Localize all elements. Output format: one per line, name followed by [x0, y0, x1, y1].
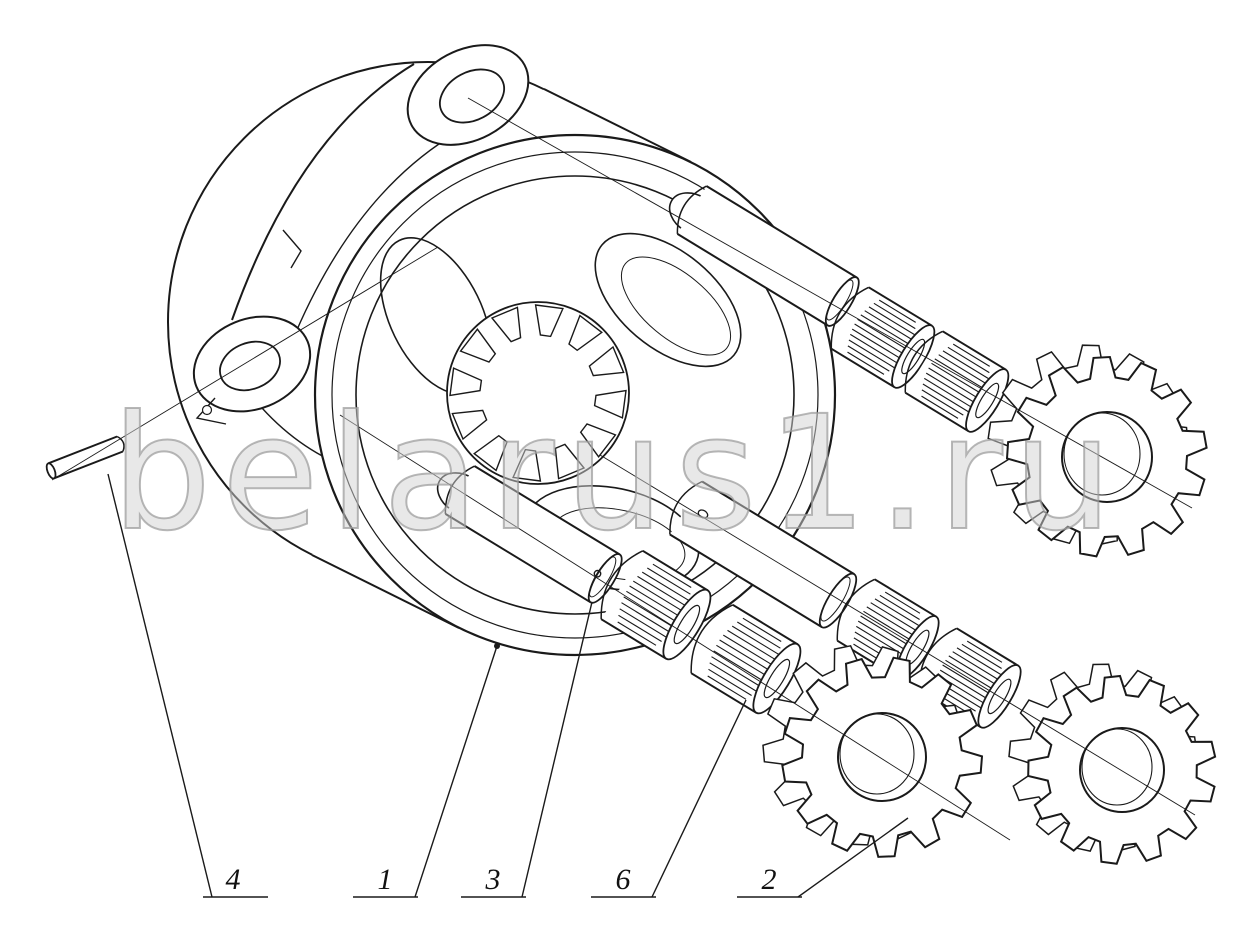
leader-line [521, 601, 593, 898]
needle-bearing-top-inner [830, 286, 936, 389]
bracket-inner-web [295, 137, 449, 333]
axis-line-lower [339, 414, 1011, 841]
callout-1: 1 [353, 643, 500, 898]
callout-6: 6 [591, 699, 747, 898]
axis-line-lug [51, 246, 439, 481]
carrier-rim-inner-line [331, 151, 819, 639]
center-axes [51, 97, 1196, 841]
carrier-spline-layer [446, 301, 630, 485]
callout-number: 6 [616, 863, 631, 896]
watermark-text: belarus1.ru [111, 382, 1122, 566]
callout-number: 3 [485, 863, 501, 896]
callout-number: 4 [226, 863, 241, 896]
bracket-foot-hole [201, 404, 213, 416]
axis-line-sleeve [599, 454, 1196, 816]
satellite-axle-upper [676, 185, 860, 327]
carrier-face-edge [355, 175, 795, 615]
callout-3: 3 [461, 601, 593, 898]
face-window-upper [594, 232, 742, 368]
needle-bearing-top-outer [904, 330, 1010, 433]
face-window-upper-inner [620, 256, 732, 356]
axis-line-upper [467, 97, 1193, 509]
leader-line [797, 817, 909, 898]
satellite-axle-lower [444, 465, 623, 604]
drum-top-edge [543, 88, 692, 163]
satellite-gear-top [987, 344, 1208, 558]
satellite-gear-right [1008, 663, 1217, 865]
axle-sleeve-middle [669, 480, 858, 629]
carrier-spline-bore [446, 301, 630, 485]
callout-2: 2 [737, 817, 909, 898]
leader-line [414, 645, 498, 898]
callout-4: 4 [107, 473, 268, 898]
leader-line [107, 473, 213, 898]
callout-number: 2 [762, 863, 777, 896]
leader-line [651, 699, 747, 898]
bracket-step [282, 229, 302, 269]
bracket-foot [195, 397, 227, 425]
callout-labels: 4 1 3 6 2 [107, 473, 909, 898]
bracket-outer-web [231, 63, 415, 321]
satellite-gear-middle [762, 644, 984, 858]
drum-bottom-edge [311, 554, 460, 629]
lock-pin [45, 435, 125, 480]
exploded-components-layer [45, 185, 1217, 865]
callout-number: 1 [378, 863, 393, 896]
leader-dot [494, 643, 500, 649]
